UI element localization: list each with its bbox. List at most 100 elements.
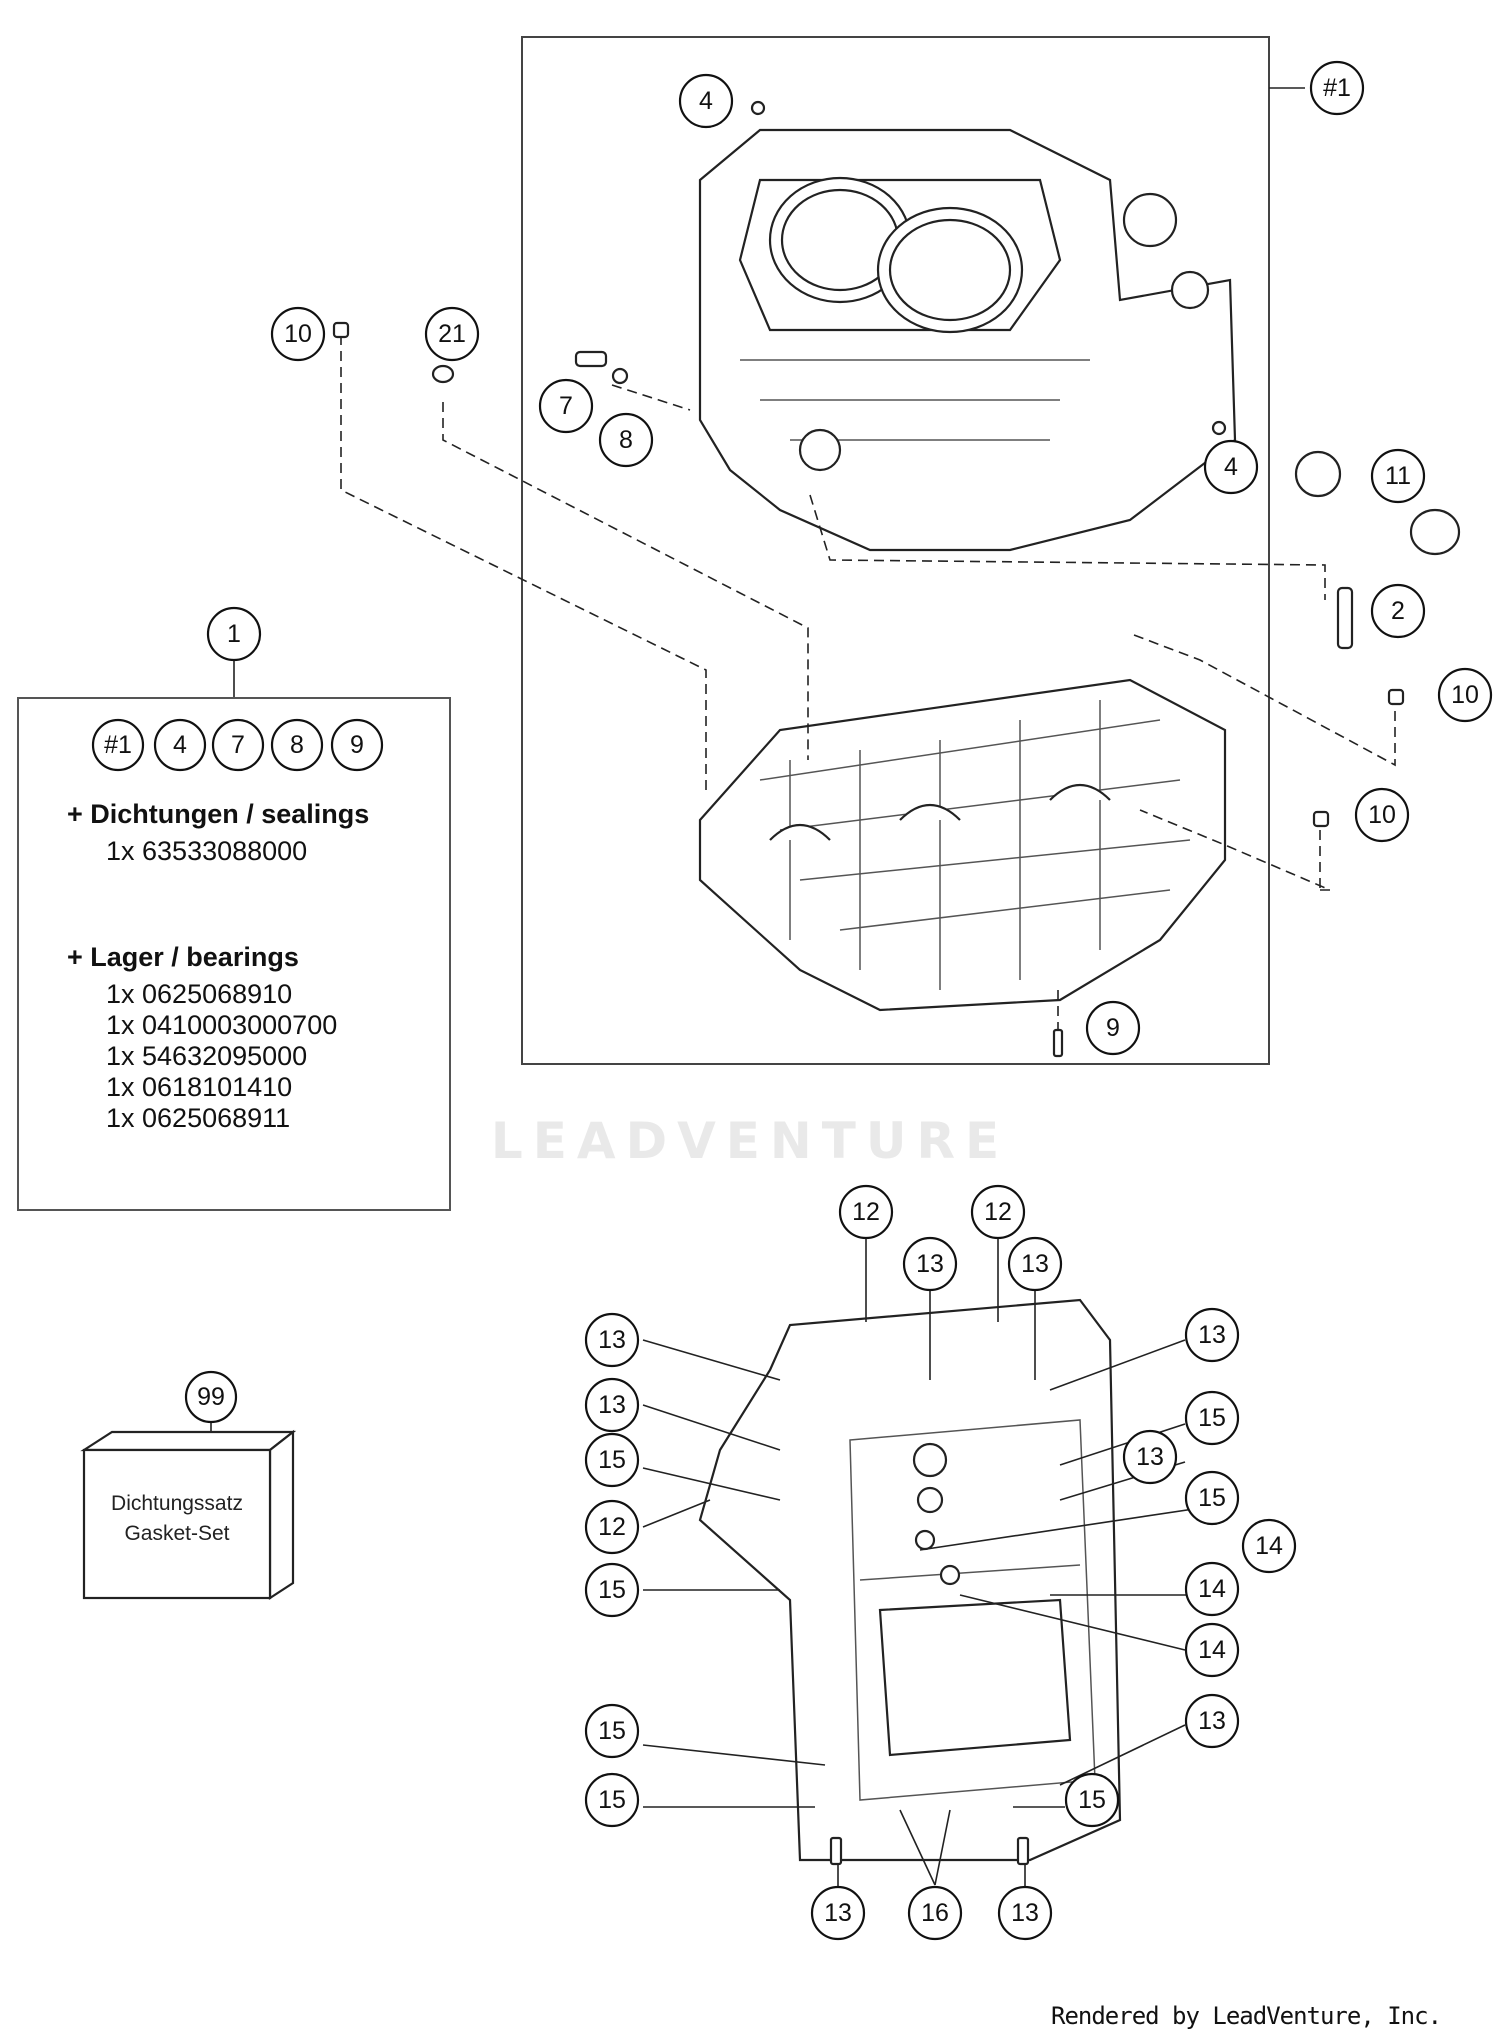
svg-text:12: 12 bbox=[984, 1198, 1012, 1226]
callout-15-left-4: 15 bbox=[584, 1772, 640, 1828]
screw-7 bbox=[574, 350, 608, 368]
svg-text:13: 13 bbox=[1198, 1321, 1226, 1349]
svg-text:9: 9 bbox=[350, 731, 364, 759]
bearing-part-3: 1x 54632095000 bbox=[106, 1041, 308, 1071]
kit-item-assembly: #1 bbox=[91, 718, 145, 772]
kit-item-4: 4 bbox=[153, 718, 207, 772]
callout-12-top-left: 12 bbox=[838, 1184, 894, 1240]
bearing-shell-11b bbox=[1409, 508, 1461, 556]
callout-4-top: 4 bbox=[678, 73, 734, 129]
render-credit: Rendered by LeadVenture, Inc. bbox=[1051, 2002, 1442, 2030]
callout-15-left-3: 15 bbox=[584, 1703, 640, 1759]
callout-15-right-2: 15 bbox=[1184, 1470, 1240, 1526]
bearings-heading: + Lager / bearings bbox=[67, 942, 299, 972]
svg-text:9: 9 bbox=[1106, 1014, 1120, 1042]
callout-12-left: 12 bbox=[584, 1499, 640, 1555]
callout-21: 21 bbox=[424, 306, 480, 362]
svg-text:4: 4 bbox=[699, 87, 713, 115]
svg-text:13: 13 bbox=[598, 1391, 626, 1419]
gasket-label-en: Gasket-Set bbox=[124, 1522, 229, 1545]
dowel-pin-10a bbox=[332, 321, 350, 339]
callout-kit-1: 1 bbox=[206, 606, 262, 662]
crankcase-bottom-view bbox=[698, 1298, 1122, 1862]
callout-15-right-3: 15 bbox=[1064, 1772, 1120, 1828]
svg-text:13: 13 bbox=[1198, 1707, 1226, 1735]
svg-text:10: 10 bbox=[284, 320, 312, 348]
svg-text:#1: #1 bbox=[1323, 74, 1351, 102]
svg-text:99: 99 bbox=[197, 1383, 225, 1411]
callout-7: 7 bbox=[538, 378, 594, 434]
callout-13-left-1: 13 bbox=[584, 1312, 640, 1368]
svg-text:14: 14 bbox=[1198, 1636, 1226, 1664]
callout-12-top-right: 12 bbox=[970, 1184, 1026, 1240]
screw-9 bbox=[1052, 1028, 1064, 1058]
callout-4-right: 4 bbox=[1203, 439, 1259, 495]
callout-15-right-1: 15 bbox=[1184, 1390, 1240, 1446]
screw-4b bbox=[1211, 420, 1227, 436]
callout-13-right-2: 13 bbox=[1122, 1429, 1178, 1485]
svg-text:12: 12 bbox=[598, 1513, 626, 1541]
lower-crankcase bbox=[698, 678, 1227, 1012]
svg-text:13: 13 bbox=[916, 1250, 944, 1278]
svg-text:7: 7 bbox=[559, 392, 573, 420]
callout-14-right-1: 14 bbox=[1241, 1518, 1297, 1574]
callout-9: 9 bbox=[1085, 1000, 1141, 1056]
callout-14-right-3: 14 bbox=[1184, 1622, 1240, 1678]
kit-contents-box: + Dichtungen / sealings 1x 63533088000 +… bbox=[17, 697, 451, 1211]
callout-13-left-2: 13 bbox=[584, 1377, 640, 1433]
callout-13-bottom-right: 13 bbox=[997, 1885, 1053, 1941]
callout-15-left-2: 15 bbox=[584, 1562, 640, 1618]
screw-4a bbox=[750, 100, 766, 116]
svg-text:10: 10 bbox=[1451, 681, 1479, 709]
callout-13-bottom-left: 13 bbox=[810, 1885, 866, 1941]
svg-text:13: 13 bbox=[1011, 1899, 1039, 1927]
svg-text:15: 15 bbox=[1198, 1484, 1226, 1512]
gasket-set-box: Dichtungssatz Gasket-Set bbox=[80, 1429, 297, 1601]
svg-text:13: 13 bbox=[598, 1326, 626, 1354]
bearing-part-5: 1x 0625068911 bbox=[106, 1103, 291, 1133]
svg-text:4: 4 bbox=[1224, 453, 1238, 481]
kit-item-8: 8 bbox=[270, 718, 324, 772]
callout-2: 2 bbox=[1370, 583, 1426, 639]
svg-text:14: 14 bbox=[1198, 1575, 1226, 1603]
svg-text:2: 2 bbox=[1391, 597, 1405, 625]
callout-10-right-upper: 10 bbox=[1437, 667, 1493, 723]
callout-10-left: 10 bbox=[270, 306, 326, 362]
dowel-pin-10c bbox=[1312, 810, 1330, 828]
callout-16: 16 bbox=[907, 1885, 963, 1941]
callout-14-right-2: 14 bbox=[1184, 1561, 1240, 1617]
bearing-shell-11a bbox=[1294, 450, 1342, 498]
svg-text:15: 15 bbox=[1198, 1404, 1226, 1432]
svg-text:11: 11 bbox=[1385, 462, 1411, 490]
bolt-13-bottom-right bbox=[1016, 1836, 1030, 1866]
bolt-13-bottom-left bbox=[829, 1836, 843, 1866]
callout-15-left-1: 15 bbox=[584, 1432, 640, 1488]
callout-8: 8 bbox=[598, 412, 654, 468]
bearing-part-4: 1x 0618101410 bbox=[106, 1072, 293, 1102]
svg-text:1: 1 bbox=[227, 620, 241, 648]
callout-assembly-1: #1 bbox=[1309, 60, 1365, 116]
kit-item-9: 9 bbox=[330, 718, 384, 772]
svg-text:12: 12 bbox=[852, 1198, 880, 1226]
svg-text:13: 13 bbox=[824, 1899, 852, 1927]
svg-text:4: 4 bbox=[173, 731, 187, 759]
svg-text:15: 15 bbox=[1078, 1786, 1106, 1814]
svg-text:16: 16 bbox=[921, 1899, 949, 1927]
callout-99: 99 bbox=[184, 1370, 238, 1424]
gasket-label-de: Dichtungssatz bbox=[111, 1492, 243, 1515]
svg-text:#1: #1 bbox=[104, 731, 132, 759]
bearing-part-1: 1x 0625068910 bbox=[106, 979, 293, 1009]
svg-text:15: 15 bbox=[598, 1446, 626, 1474]
washer-8 bbox=[611, 367, 629, 385]
svg-text:8: 8 bbox=[290, 731, 304, 759]
upper-crankcase bbox=[698, 128, 1237, 552]
svg-text:13: 13 bbox=[1136, 1443, 1164, 1471]
svg-text:21: 21 bbox=[438, 320, 466, 348]
callout-10-right-lower: 10 bbox=[1354, 787, 1410, 843]
svg-text:10: 10 bbox=[1368, 801, 1396, 829]
svg-text:8: 8 bbox=[619, 426, 633, 454]
svg-text:15: 15 bbox=[598, 1717, 626, 1745]
callout-13-right-1: 13 bbox=[1184, 1307, 1240, 1363]
callout-13-right-3: 13 bbox=[1184, 1693, 1240, 1749]
svg-text:15: 15 bbox=[598, 1786, 626, 1814]
